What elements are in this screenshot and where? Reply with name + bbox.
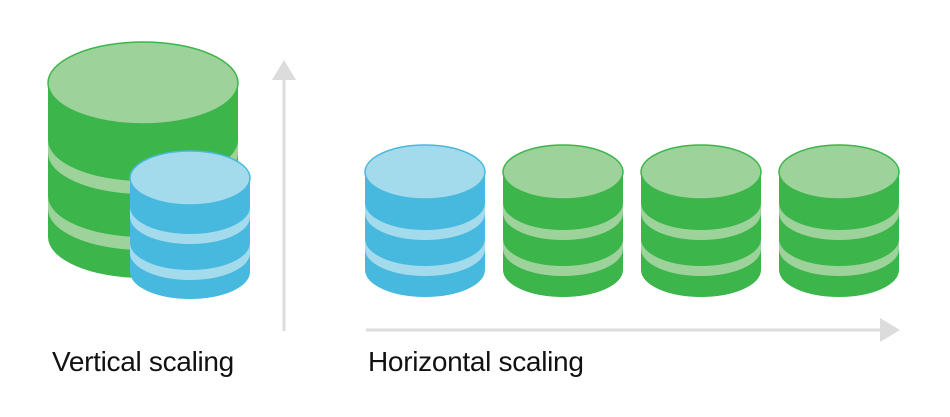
database-2-icon	[502, 144, 624, 297]
arrow-up-icon	[272, 60, 296, 331]
vertical-scaling-label: Vertical scaling	[52, 346, 234, 377]
database-1-icon	[364, 144, 486, 297]
database-3-icon	[640, 144, 762, 297]
horizontal-scaling-label: Horizontal scaling	[368, 346, 584, 377]
database-4-icon	[778, 144, 900, 297]
small-database-icon	[129, 150, 251, 299]
arrow-right-icon	[366, 318, 900, 342]
